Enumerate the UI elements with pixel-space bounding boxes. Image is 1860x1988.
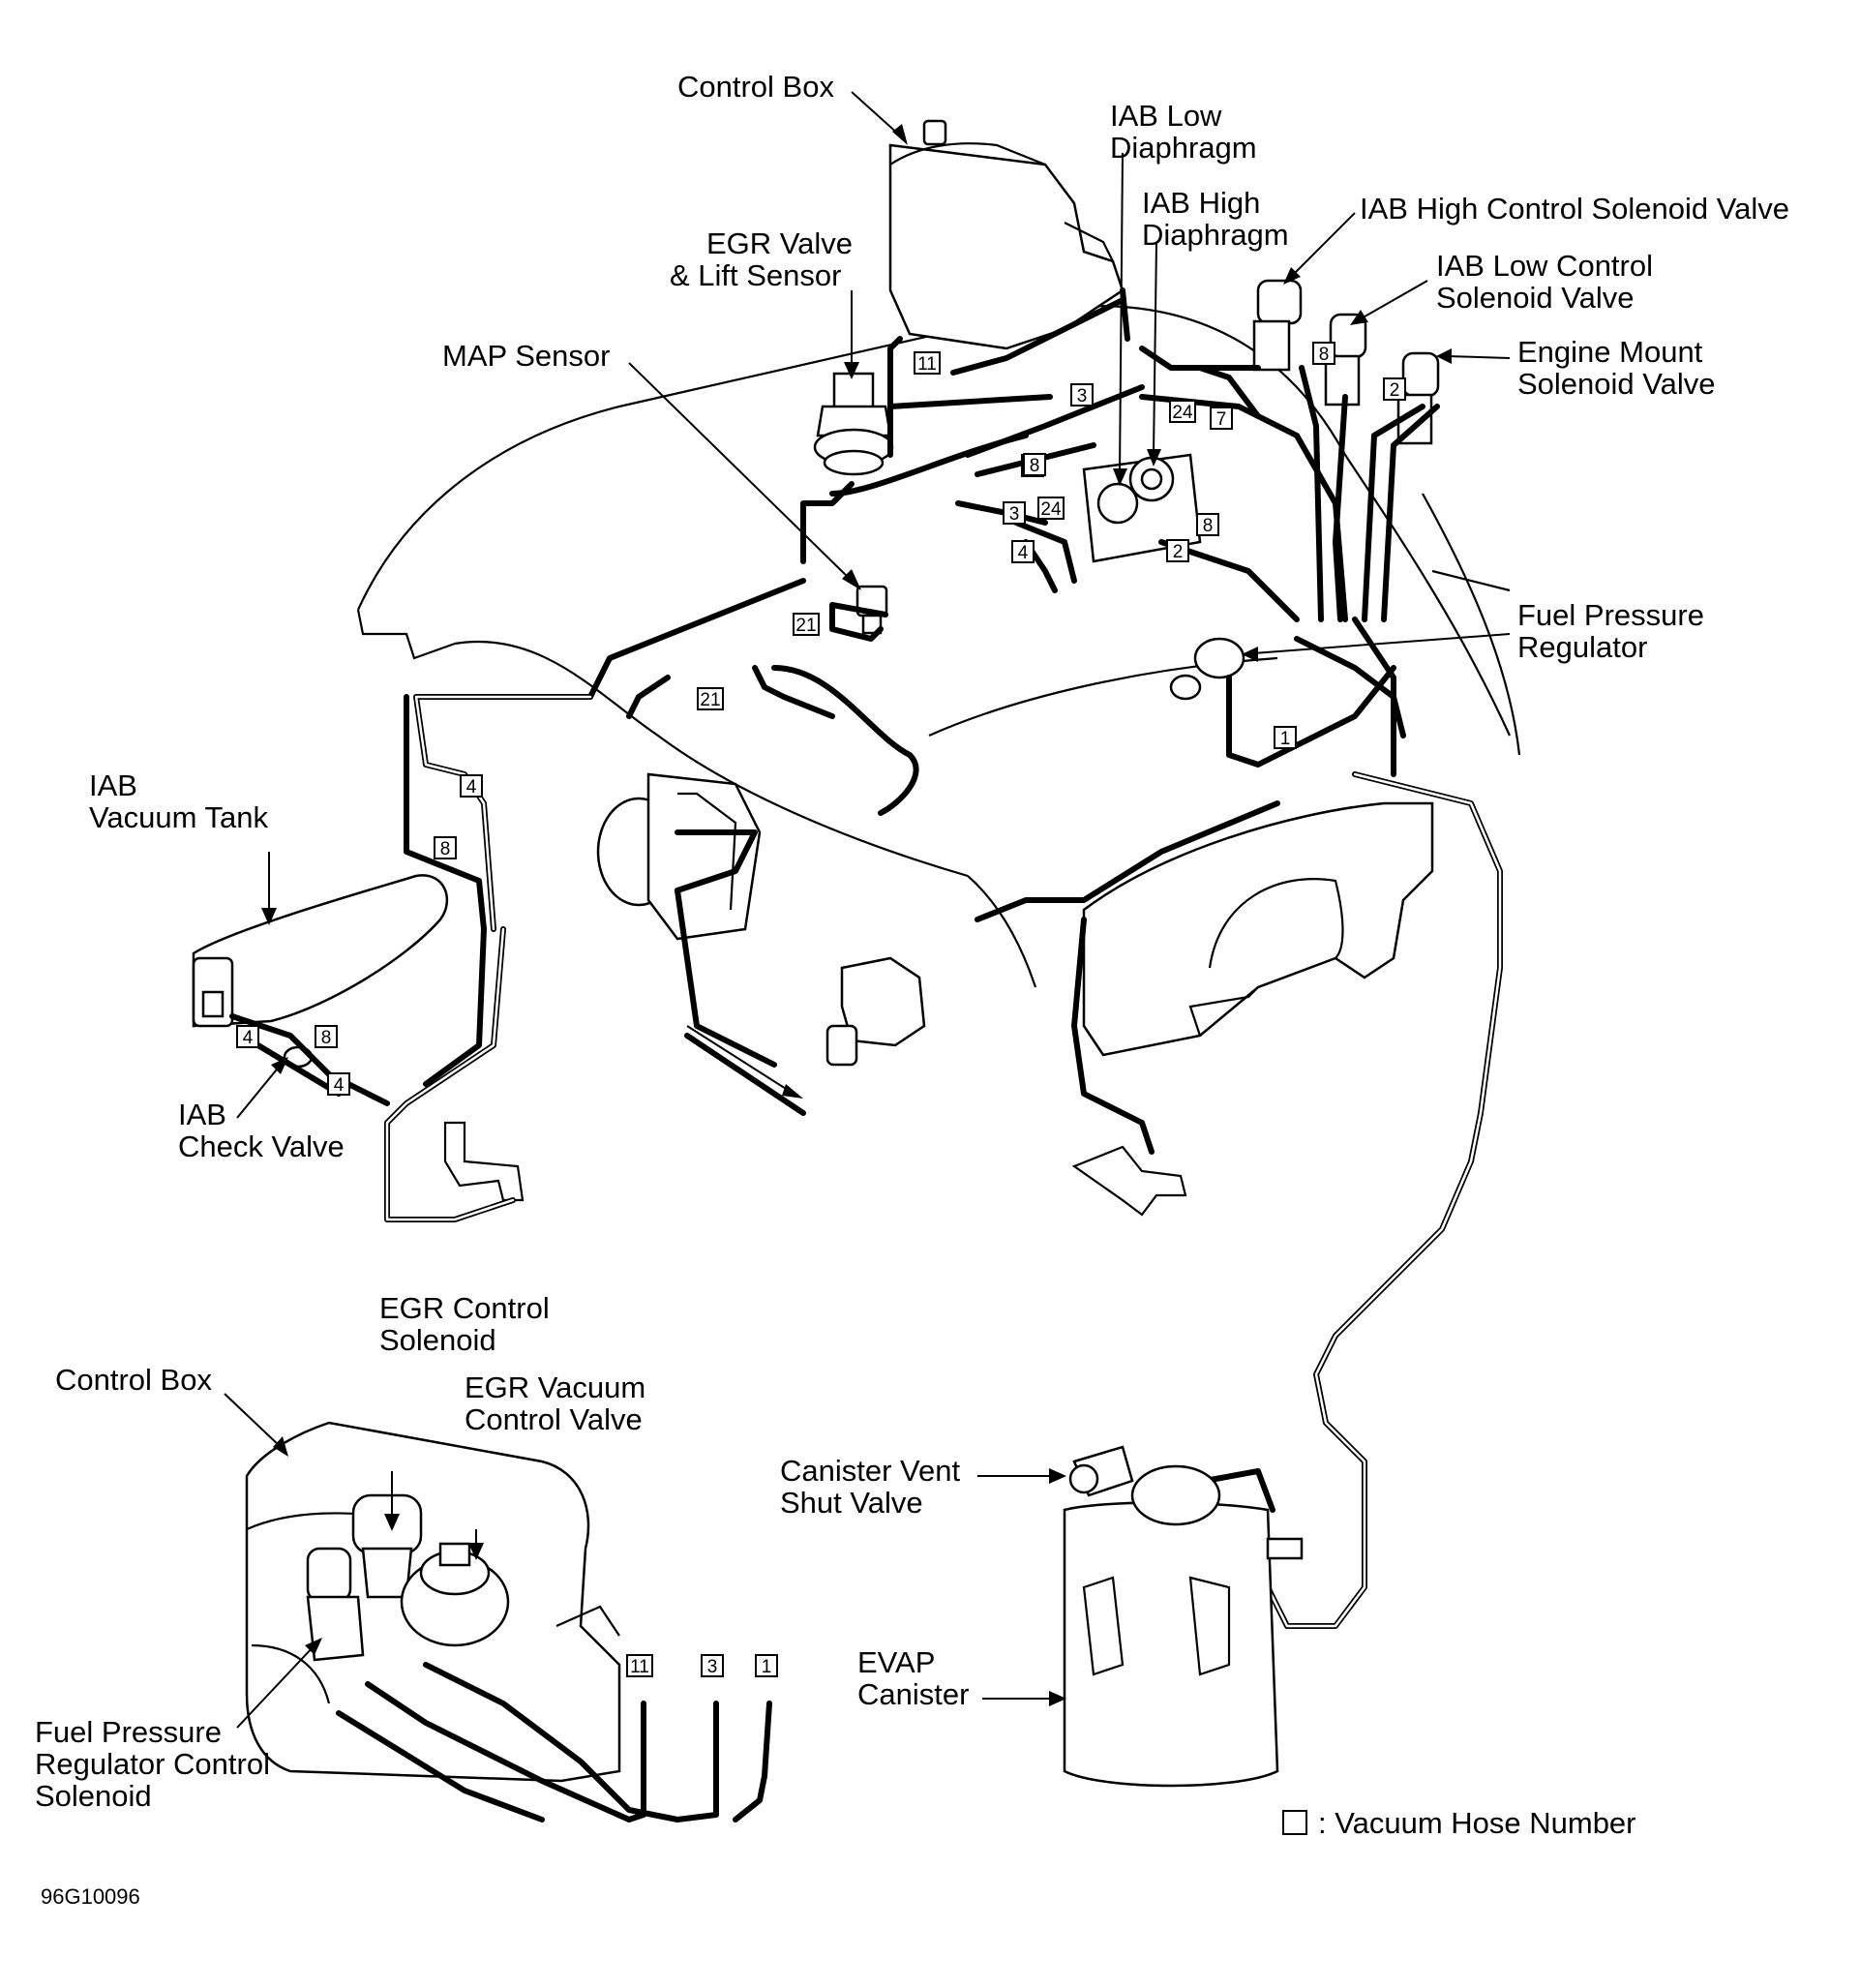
iab-vacuum-tank bbox=[192, 874, 449, 1028]
label-map-sensor: MAP Sensor bbox=[442, 339, 610, 373]
bracket-left bbox=[443, 1121, 525, 1202]
hose-tag: 8 bbox=[434, 836, 457, 859]
label-fuel-pressure-regulator: Fuel Pressure Regulator bbox=[1517, 598, 1713, 664]
hose-tag-label: 8 bbox=[1319, 345, 1330, 365]
fuel-pressure-regulator bbox=[1169, 637, 1245, 701]
hose-tag-label: 8 bbox=[321, 1028, 332, 1048]
hose-tag-label: 4 bbox=[334, 1075, 345, 1096]
control-box-top bbox=[888, 119, 1125, 350]
label-iab-high-diaphragm: IAB High Diaphragm bbox=[1142, 186, 1289, 252]
leader-lines bbox=[224, 91, 1511, 1729]
iab-high-control-solenoid bbox=[1252, 279, 1303, 372]
hose-routing-arrows bbox=[686, 1025, 803, 1099]
label-iab-check-valve: IAB Check Valve bbox=[178, 1098, 345, 1163]
hose-tag-label: 8 bbox=[1203, 516, 1214, 536]
legend-box-icon bbox=[1282, 1810, 1307, 1835]
hose-tag-label: 11 bbox=[917, 354, 937, 375]
hose-tag: 8 bbox=[1196, 513, 1219, 536]
hose-tag: 4 bbox=[236, 1025, 259, 1048]
label-iab-vacuum-tank: IAB Vacuum Tank bbox=[89, 768, 268, 834]
hose-tag: 21 bbox=[793, 613, 820, 636]
hose-tag: 8 bbox=[1312, 342, 1335, 365]
label-control-box-top: Control Box bbox=[677, 70, 834, 104]
hose-tag: 4 bbox=[460, 774, 483, 798]
hose-tag-label: 3 bbox=[707, 1657, 718, 1677]
hose-tag-label: 2 bbox=[1390, 380, 1400, 401]
intake-manifold bbox=[356, 305, 1521, 988]
hose-tag-label: 3 bbox=[1077, 386, 1088, 407]
hose-tag: 2 bbox=[1383, 377, 1406, 401]
label-engine-mount: Engine Mount Solenoid Valve bbox=[1517, 335, 1716, 401]
hose-tag: 1 bbox=[755, 1654, 778, 1677]
hose-tags: 113824782832442821211484841131 bbox=[236, 342, 1406, 1677]
label-evap-canister: EVAP Canister bbox=[857, 1645, 969, 1711]
hose-tag-label: 4 bbox=[466, 777, 477, 798]
air-cleaner-duct bbox=[1082, 801, 1434, 1057]
legend-text: : Vacuum Hose Number bbox=[1318, 1806, 1636, 1840]
label-iab-high-control: IAB High Control Solenoid Valve bbox=[1360, 192, 1789, 226]
hose-tag-label: 8 bbox=[440, 839, 451, 859]
hose-tag: 11 bbox=[914, 351, 941, 375]
label-control-box-bottom: Control Box bbox=[55, 1363, 212, 1397]
hose-tag-label: 24 bbox=[1172, 403, 1193, 423]
hose-tag-label: 2 bbox=[1173, 542, 1184, 562]
figure-code: 96G10096 bbox=[41, 1884, 140, 1909]
label-iab-low-control: IAB Low Control Solenoid Valve bbox=[1436, 249, 1662, 315]
hose-tag: 4 bbox=[327, 1072, 350, 1096]
hose-tag: 8 bbox=[315, 1025, 338, 1048]
hose-tag-label: 11 bbox=[630, 1657, 649, 1677]
hose-tag-label: 3 bbox=[1009, 504, 1020, 525]
egr-valve bbox=[813, 372, 894, 476]
label-iab-low-diaphragm: IAB Low Diaphragm bbox=[1110, 99, 1257, 165]
hose-tag-label: 4 bbox=[243, 1028, 254, 1048]
vacuum-hoses bbox=[229, 287, 1503, 1629]
hose-tag: 21 bbox=[697, 687, 724, 710]
hose-tag-label: 24 bbox=[1040, 499, 1062, 520]
hose-tag-label: 21 bbox=[700, 690, 720, 710]
hose-tag-label: 21 bbox=[795, 616, 816, 636]
hose-tag-label: 8 bbox=[1030, 456, 1040, 476]
hose-tag-label: 1 bbox=[762, 1657, 772, 1677]
hose-tag: 3 bbox=[701, 1654, 724, 1677]
hose-tag-label: 7 bbox=[1216, 409, 1227, 430]
hose-tag: 1 bbox=[1274, 726, 1297, 749]
hose-tag: 7 bbox=[1210, 407, 1233, 430]
hose-tag: 2 bbox=[1166, 539, 1189, 562]
hose-tag: 4 bbox=[1011, 540, 1035, 563]
hose-tag: 8 bbox=[1023, 453, 1046, 476]
hose-tag-label: 1 bbox=[1280, 729, 1291, 749]
legend: : Vacuum Hose Number bbox=[1282, 1806, 1636, 1840]
label-canister-vent: Canister Vent Shut Valve bbox=[780, 1454, 969, 1520]
iab-diaphragms bbox=[1082, 453, 1202, 563]
label-egr-control-solenoid: EGR Control Solenoid bbox=[379, 1291, 557, 1357]
hose-tag: 3 bbox=[1003, 501, 1026, 525]
hose-tag: 24 bbox=[1169, 400, 1196, 423]
hose-tag-label: 4 bbox=[1018, 543, 1029, 563]
label-egr-valve: EGR Valve & Lift Sensor bbox=[670, 226, 861, 292]
bracket-right bbox=[1071, 1145, 1187, 1217]
control-box-bottom bbox=[245, 1421, 772, 1822]
center-solenoid bbox=[825, 956, 926, 1067]
hose-tag: 3 bbox=[1070, 383, 1094, 407]
label-fpr-control-solenoid: Fuel Pressure Regulator Control Solenoid bbox=[35, 1715, 279, 1813]
evap-canister bbox=[1063, 1445, 1304, 1788]
hose-tag: 24 bbox=[1037, 497, 1065, 520]
labels: Control Box EGR Valve & Lift Sensor MAP … bbox=[35, 70, 1789, 1813]
label-egr-vacuum-control: EGR Vacuum Control Valve bbox=[465, 1371, 654, 1436]
hose-tag: 11 bbox=[626, 1654, 653, 1677]
